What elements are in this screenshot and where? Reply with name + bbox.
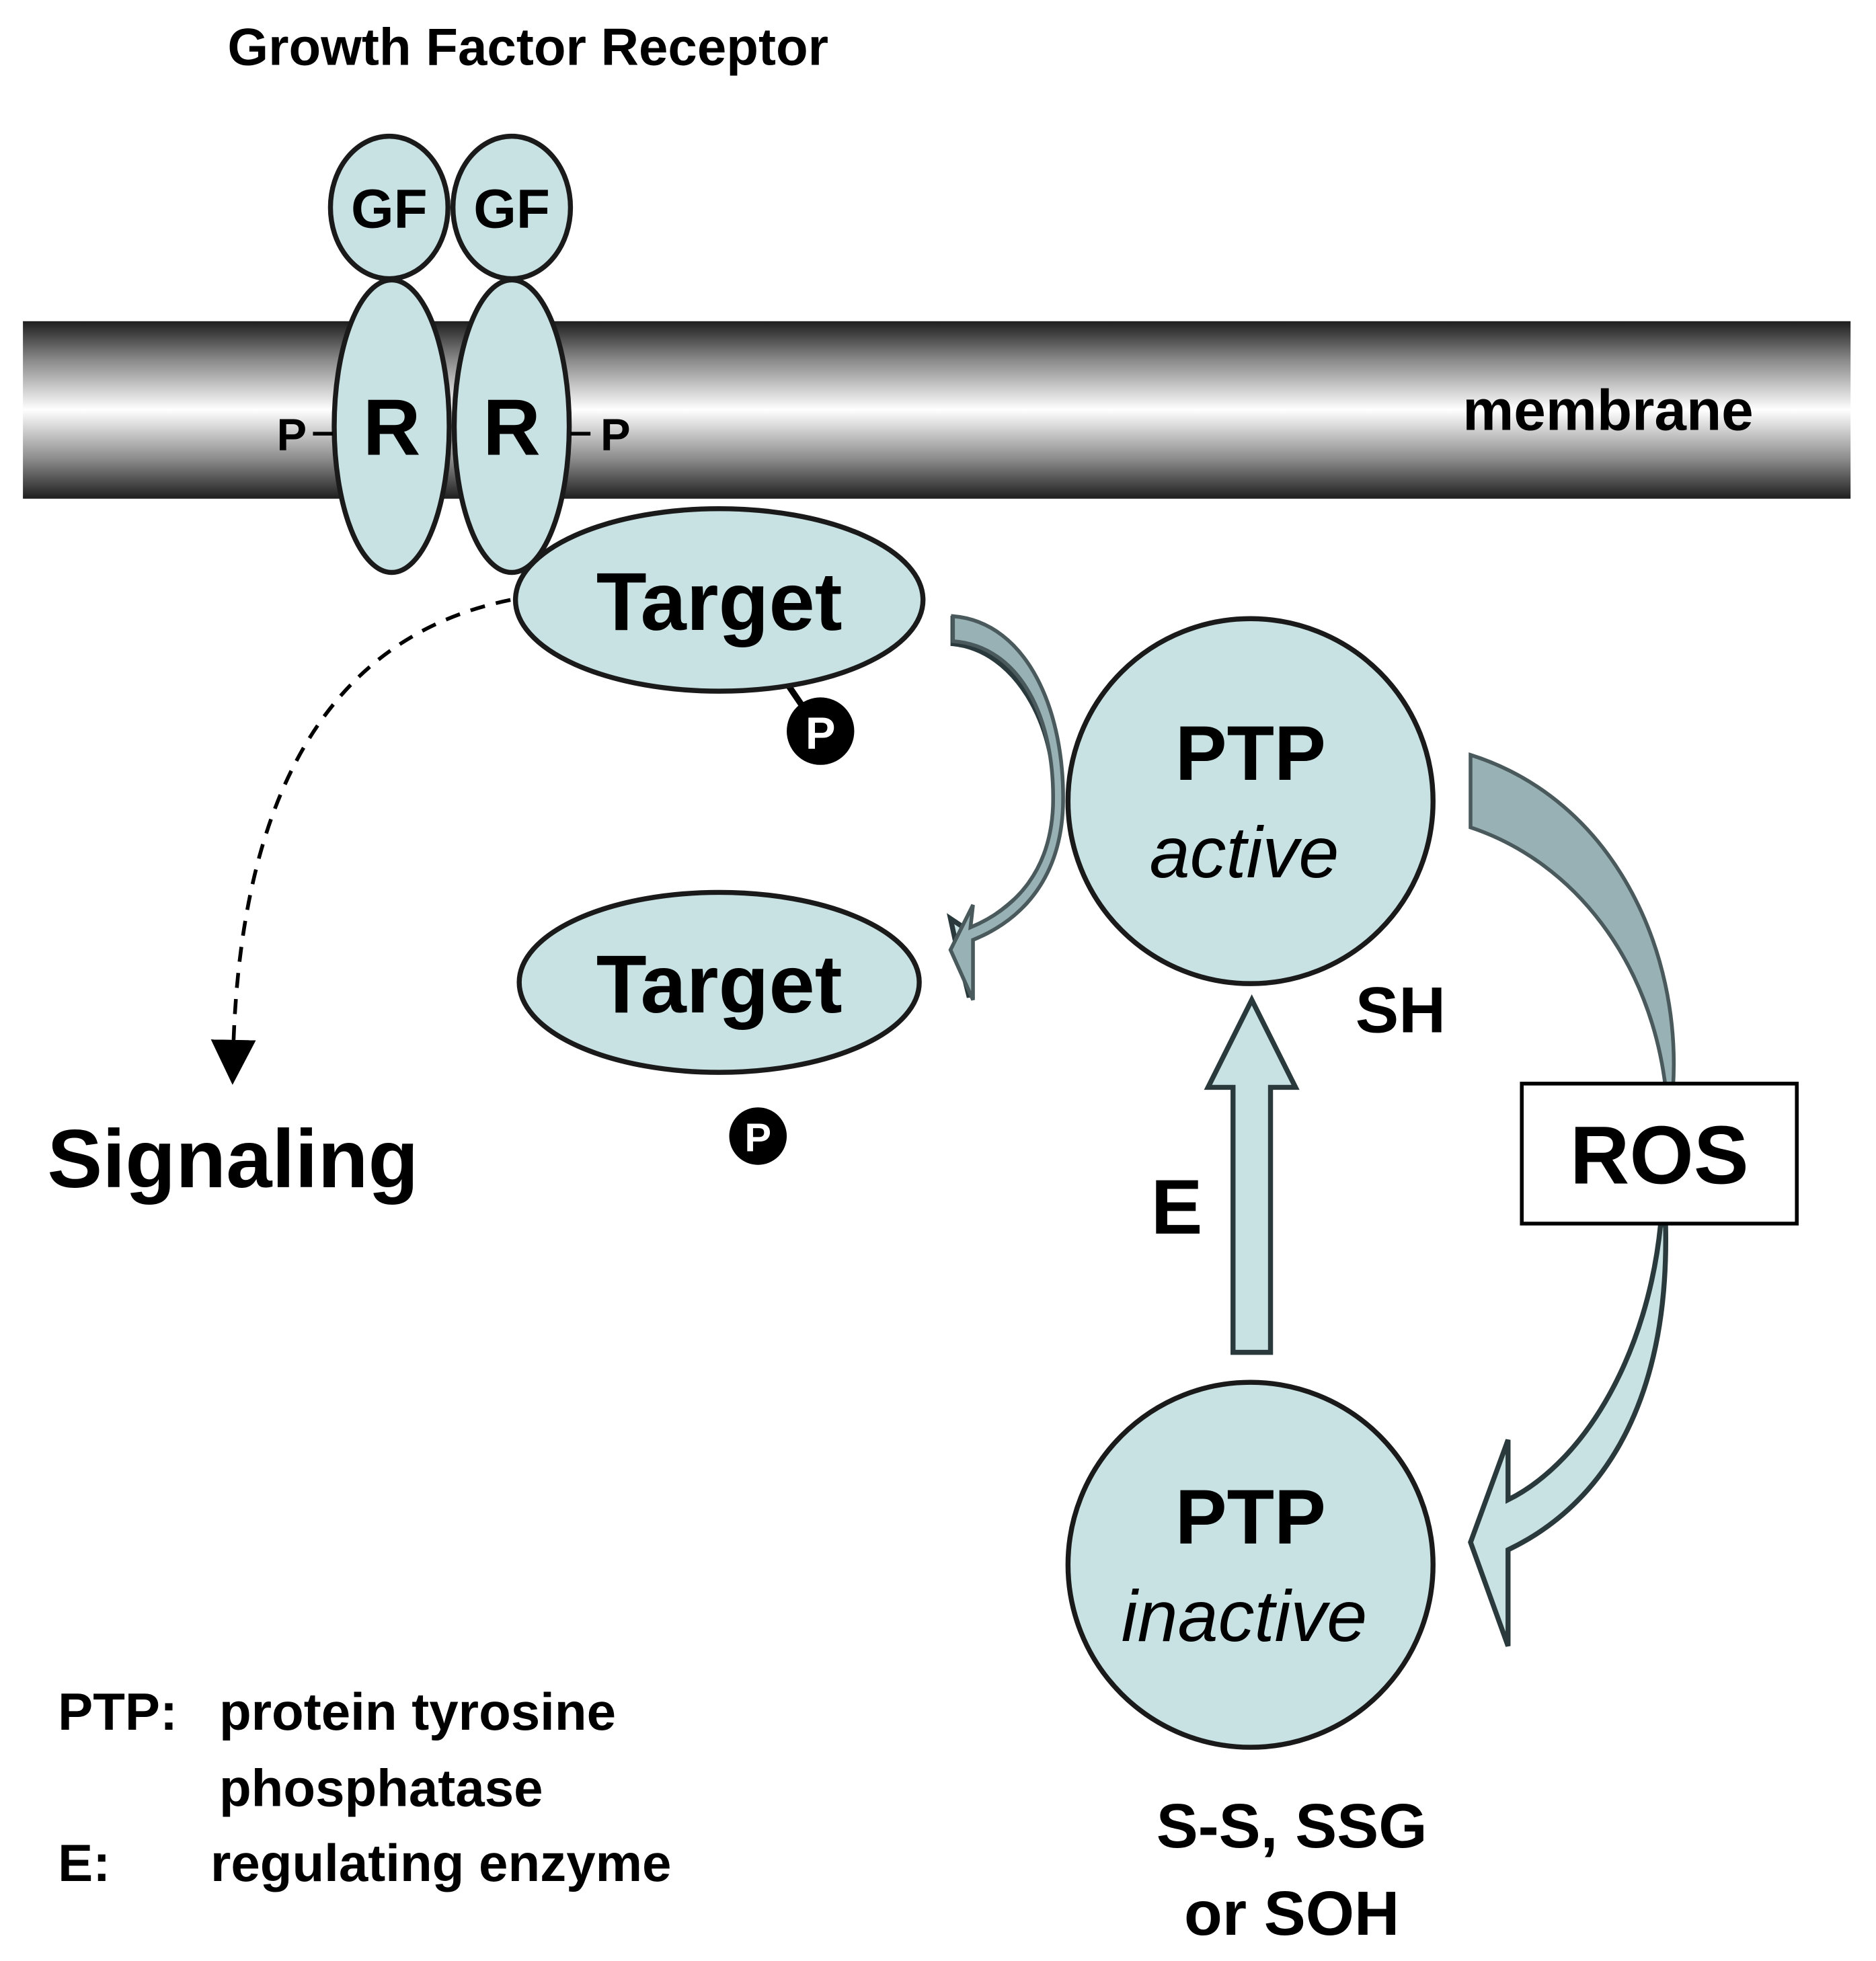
receptor-left-label: R <box>363 383 421 473</box>
ptp-inactive-name: PTP <box>1175 1474 1326 1560</box>
oxidized-forms-line-1: S-S, SSG <box>1157 1791 1428 1861</box>
dephosphorylation-arrow-shaft <box>948 614 1065 1001</box>
signaling-label: Signaling <box>47 1113 418 1205</box>
growth-factor-right: GF <box>450 133 574 282</box>
diagram-title: Growth Factor Receptor <box>227 17 828 77</box>
signaling-dashed-arrow <box>210 598 511 1085</box>
phosphate-badge-bound-label: P <box>806 709 836 759</box>
ptp-active-name: PTP <box>1175 711 1326 797</box>
oxidation-arrow-head <box>1468 1222 1668 1647</box>
membrane-bar <box>23 321 1851 499</box>
phosphate-badge-free-label: P <box>744 1115 771 1160</box>
target-dephosphorylated-label: Target <box>596 938 843 1031</box>
legend-term-ptp: PTP: <box>58 1682 178 1741</box>
receptor-left: R <box>331 277 452 575</box>
phosphate-badge-bound: P <box>787 697 855 765</box>
growth-factor-left: GF <box>327 133 451 282</box>
legend: PTP: protein tyrosine phosphatase E: reg… <box>58 1682 671 1892</box>
growth-factor-left-label: GF <box>351 178 428 239</box>
legend-definition-ptp-1: protein tyrosine <box>219 1682 616 1741</box>
oxidation-arrow <box>1469 752 1676 1090</box>
growth-factor-right-label: GF <box>473 178 550 239</box>
enzyme-label: E <box>1151 1164 1203 1250</box>
target-phosphorylated-label: Target <box>596 556 843 648</box>
target-phosphorylated: Target <box>512 506 926 694</box>
ros-label: ROS <box>1570 1110 1749 1202</box>
receptor-left-phospho-label: P <box>277 409 307 460</box>
receptor-right-phospho-label: P <box>600 409 631 460</box>
target-dephosphorylated: Target <box>516 889 922 1075</box>
membrane-label: membrane <box>1462 379 1754 443</box>
legend-definition-e: regulating enzyme <box>210 1833 672 1892</box>
ptp-inactive-state: inactive <box>1122 1575 1368 1656</box>
phosphate-badge-free: P <box>729 1107 787 1165</box>
ptp-inactive: PTP inactive <box>1065 1379 1436 1750</box>
sh-label: SH <box>1356 974 1446 1047</box>
receptor-right-label: R <box>483 383 541 473</box>
legend-definition-ptp-2: phosphatase <box>219 1758 543 1817</box>
reactivation-arrow <box>1204 994 1300 1355</box>
ptp-active-state: active <box>1150 811 1339 893</box>
ptp-active: PTP active <box>1065 616 1436 986</box>
receptor-right: R <box>451 277 572 575</box>
oxidized-forms-line-2: or SOH <box>1184 1878 1399 1948</box>
ros-box: ROS <box>1520 1082 1799 1226</box>
legend-term-e: E: <box>58 1833 110 1892</box>
